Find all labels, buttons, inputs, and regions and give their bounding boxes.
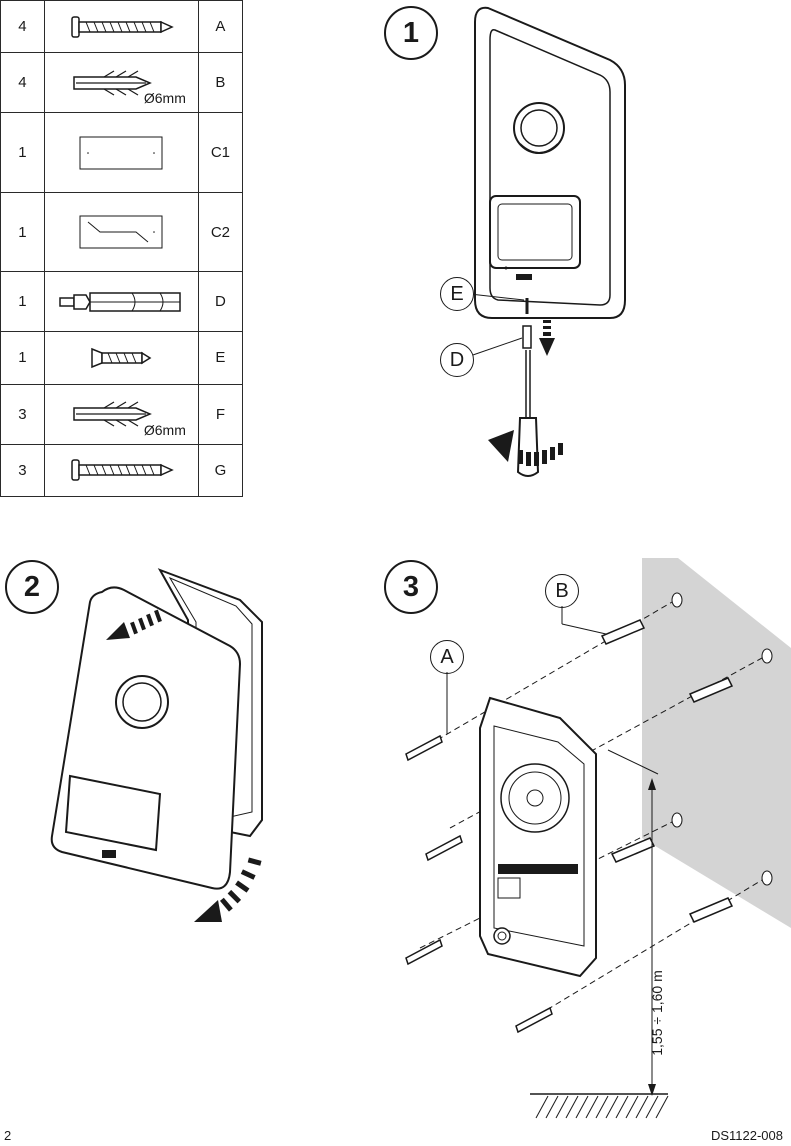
step-3-illustration (405, 558, 791, 1119)
wall-holes (671, 592, 773, 886)
label-cutout-icon (45, 212, 198, 252)
step-2-illustration (50, 568, 263, 922)
slide-arrow-icon (106, 609, 162, 640)
callout-e: E (440, 277, 474, 311)
part-code: E (197, 331, 244, 385)
part-image (43, 112, 199, 193)
height-label-text: 1,55 ÷ 1,60 m (649, 970, 665, 1056)
part-quantity: 1 (0, 112, 45, 193)
wall (642, 558, 791, 928)
part-diameter: Ø6mm (143, 90, 186, 107)
screw-icon (45, 457, 198, 483)
call-button (64, 774, 162, 852)
door-panel-front (474, 6, 626, 319)
part-code: C2 (197, 191, 244, 273)
label-blank-icon (45, 133, 198, 173)
part-image: Ø6mm (43, 52, 199, 114)
step-2-number: 2 (23, 571, 41, 603)
screw-icon (405, 734, 553, 1034)
part-image: Ø6mm (43, 383, 199, 445)
rotate-arrow-icon (488, 430, 563, 466)
parts-row: 1 C1 (0, 112, 244, 193)
wall-plug-icon (45, 399, 198, 429)
part-image (43, 271, 199, 333)
part-image (43, 443, 199, 498)
part-image (43, 331, 199, 385)
part-diameter: Ø6mm (143, 421, 186, 438)
step-3-number: 3 (402, 571, 420, 603)
step-2-badge: 2 (5, 560, 59, 614)
callout-a: A (430, 640, 464, 674)
document-id: DS1122-008 (710, 1128, 783, 1143)
wall-plug-icon (45, 68, 198, 98)
base-unit (479, 696, 597, 978)
callout-b-label: B (555, 580, 569, 602)
callout-d-label: D (449, 349, 465, 371)
part-code: D (197, 271, 244, 333)
small-screw-icon (45, 345, 198, 371)
part-quantity: 3 (0, 443, 45, 498)
bit-d-icon (522, 325, 532, 349)
screw-icon (45, 14, 198, 40)
part-quantity: 1 (0, 271, 45, 333)
part-quantity: 4 (0, 0, 45, 54)
door-panel-tilted (50, 586, 242, 890)
part-code: F (197, 383, 244, 445)
part-image (43, 191, 199, 273)
floor (530, 1093, 669, 1119)
bit-icon (45, 287, 198, 317)
step-1-badge: 1 (384, 6, 438, 60)
parts-row: 1 C2 (0, 191, 244, 273)
part-code: A (197, 0, 244, 54)
part-quantity: 3 (0, 383, 45, 445)
callout-d: D (440, 343, 474, 377)
wall-plug-icon (600, 619, 734, 923)
part-code: C1 (197, 112, 244, 193)
part-quantity: 4 (0, 52, 45, 114)
part-code: B (197, 52, 244, 114)
part-image (43, 0, 199, 54)
tilt-arrow-icon (194, 857, 262, 922)
part-quantity: 1 (0, 331, 45, 385)
down-arrow-icon (539, 320, 555, 356)
step-3-badge: 3 (384, 560, 438, 614)
part-quantity: 1 (0, 191, 45, 273)
page-number: 2 (4, 1128, 12, 1143)
step-1-number: 1 (402, 17, 420, 49)
height-dimension (607, 749, 659, 1096)
part-code: G (197, 443, 244, 498)
callout-b: B (545, 574, 579, 608)
callout-a-label: A (440, 646, 454, 668)
step-1-illustration (469, 6, 626, 477)
callout-e-label: E (450, 283, 464, 305)
height-label: 1,55 ÷ 1,60 m (649, 953, 667, 1073)
